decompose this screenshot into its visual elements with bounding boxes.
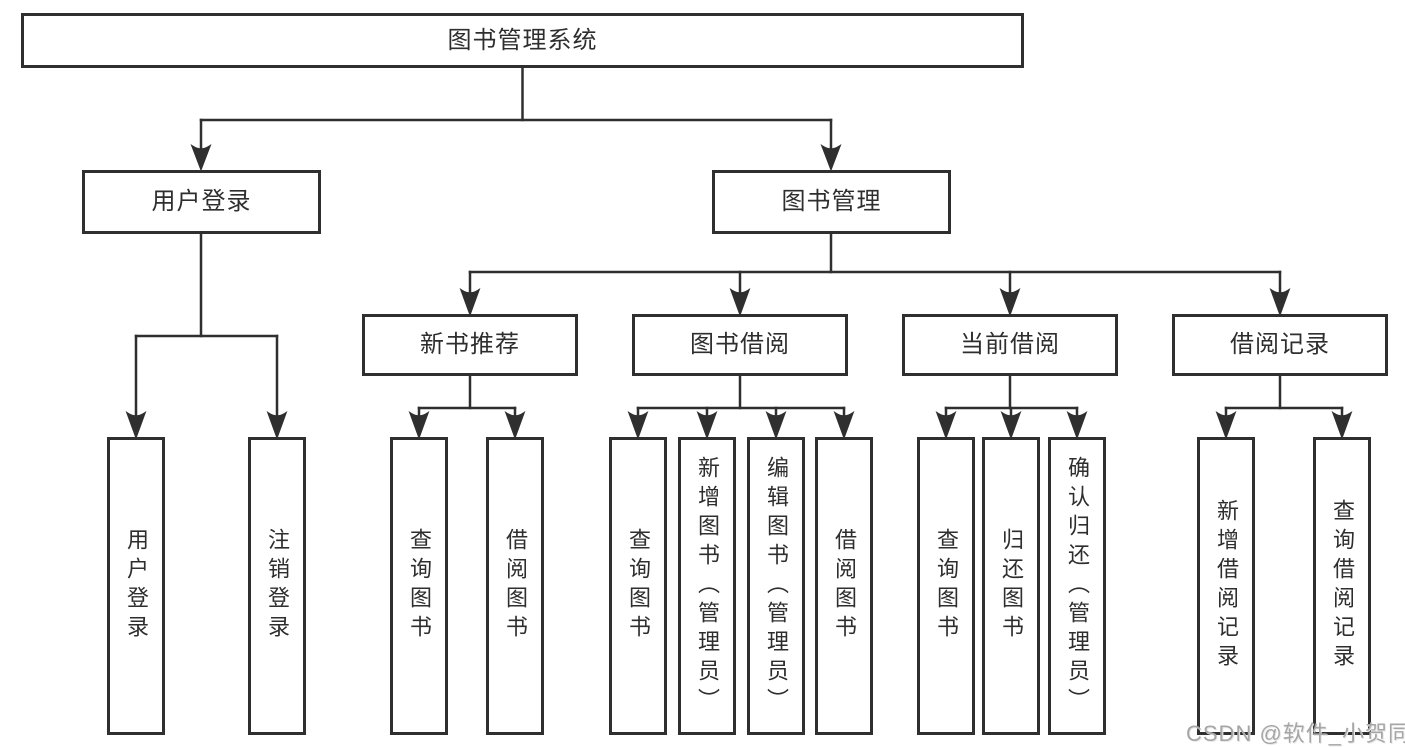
node-borrowing-records: 借阅记录 xyxy=(1172,314,1388,376)
watermark-text: CSDN @软件_小贺同学 xyxy=(1186,721,1405,746)
node-new-book-recommendation: 新书推荐 xyxy=(362,314,578,376)
node-book-borrowing: 图书借阅 xyxy=(632,314,848,376)
node-book-management: 图书管理 xyxy=(712,170,951,234)
node-nbr-query-book: 查询图书 xyxy=(390,437,448,735)
node-bb-borrow-book: 借阅图书 xyxy=(815,437,873,735)
node-cb-confirm-return-admin: 确认归还（管理员） xyxy=(1048,437,1106,735)
node-bb-edit-book-admin: 编辑图书（管理员） xyxy=(747,437,805,735)
node-nbr-borrow-book: 借阅图书 xyxy=(486,437,544,735)
node-root: 图书管理系统 xyxy=(21,13,1024,68)
node-cb-return-book: 归还图书 xyxy=(982,437,1040,735)
node-current-borrowing: 当前借阅 xyxy=(902,314,1118,376)
node-bb-query-book: 查询图书 xyxy=(609,437,667,735)
node-br-query-record: 查询借阅记录 xyxy=(1313,437,1371,735)
node-user-login-group: 用户登录 xyxy=(82,170,321,234)
node-bb-add-book-admin: 新增图书（管理员） xyxy=(678,437,736,735)
node-logout: 注销登录 xyxy=(248,437,306,735)
node-br-add-record: 新增借阅记录 xyxy=(1197,437,1255,735)
node-user-login: 用户登录 xyxy=(107,437,165,735)
node-cb-query-book: 查询图书 xyxy=(917,437,975,735)
